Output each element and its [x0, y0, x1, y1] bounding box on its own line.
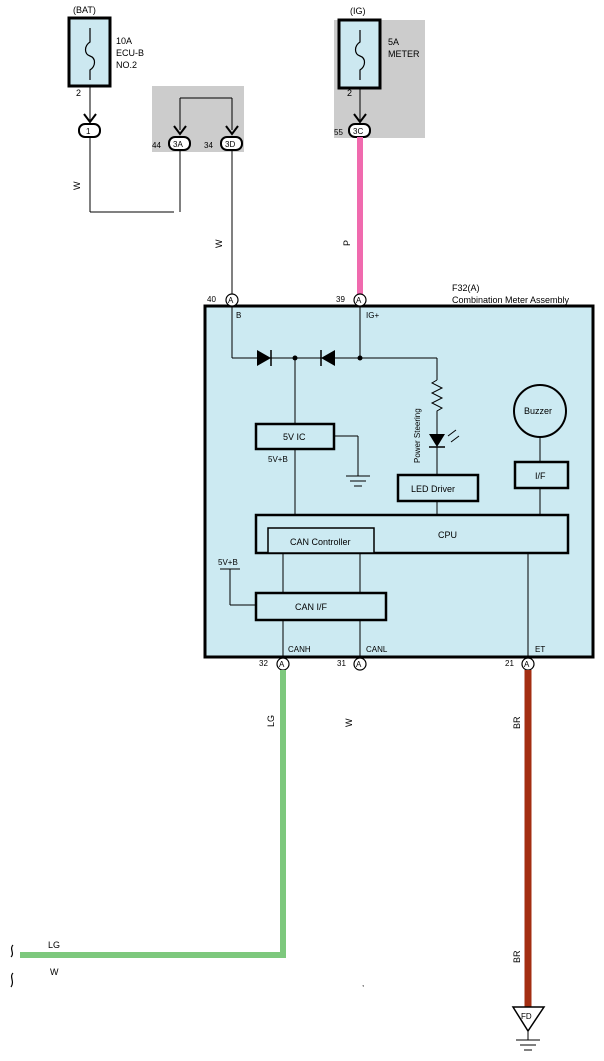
block-can-controller: [267, 527, 375, 554]
resistor-icon: [430, 379, 444, 420]
block-5v-ic-label: 5V IC: [283, 432, 306, 442]
bat-fuse-rating: 10A: [116, 36, 132, 46]
pin-ig-conn: A: [356, 296, 362, 305]
bat-fuse-group: (BAT) 10A ECU-B NO.2 2 1 W: [67, 5, 174, 213]
svg-text:,: ,: [362, 979, 364, 988]
bat-fuse-name1: ECU-B: [116, 48, 144, 58]
junction-group: 3A 44 3D 34 W: [152, 86, 244, 294]
pin-b-num: 40: [207, 295, 216, 304]
pin-canh-label: CANH: [288, 645, 311, 654]
pin-canl-connector: [353, 657, 367, 671]
led-name: Power Steering: [413, 408, 422, 463]
block-led-driver-label: LED Driver: [411, 484, 455, 494]
wire-label-w-mid: W: [214, 239, 224, 248]
block-if-label: I/F: [535, 471, 546, 481]
block-if: [513, 460, 570, 490]
meter-name: Combination Meter Assembly: [452, 295, 570, 305]
block-cpu-label: CPU: [438, 530, 457, 540]
block-5v-ic: [254, 422, 336, 451]
bottom-wiring: LG W , BR BR LG W FD: [10, 670, 546, 1051]
bat-fuse-pin: 2: [76, 88, 81, 98]
ig-fuse-icon: [354, 30, 366, 80]
ig-source-label: (IG): [350, 6, 366, 16]
wire-label-w-bottom: W: [50, 967, 59, 977]
bat-source-label: (BAT): [73, 5, 96, 15]
bat-connector-arrow: [83, 113, 97, 124]
block-can-controller-label: CAN Controller: [290, 537, 351, 547]
break-mark-icon: [10, 972, 14, 988]
ground-icon-inner: [346, 475, 370, 487]
pin-et-conn: A: [524, 660, 530, 669]
meter-module: F32(A) Combination Meter Assembly A 40 B…: [203, 283, 595, 671]
ig-fuse-name: METER: [388, 49, 420, 59]
pin-canl-num: 31: [337, 659, 346, 668]
ig-connector-pin: 55: [334, 128, 343, 137]
break-mark-icon: [10, 944, 14, 958]
diode-right-icon: [321, 350, 335, 366]
wire-label-lg: LG: [266, 715, 276, 727]
wire-label-p: P: [342, 240, 352, 246]
junction-pin-a: 44: [152, 141, 161, 150]
pin-canh-conn: A: [279, 660, 285, 669]
pin-canl-label: CANL: [366, 645, 388, 654]
wire-label-w-canl: W: [344, 718, 354, 727]
pin-et-num: 21: [505, 659, 514, 668]
meter-id: F32(A): [452, 283, 480, 293]
junction-pin-b: 34: [204, 141, 213, 150]
pin-canh-num: 32: [259, 659, 268, 668]
junction-conn-a: 3A: [173, 140, 183, 149]
diode-left-icon: [257, 350, 271, 366]
led-icon: [429, 434, 445, 447]
ig-fuse-pin: 2: [347, 88, 352, 98]
ground-label: FD: [521, 1012, 532, 1021]
wire-label-w-top: W: [72, 181, 82, 190]
block-led-driver: [396, 473, 480, 503]
wire-label-br-bottom: BR: [512, 950, 522, 963]
pin-ig-label: IG+: [366, 311, 379, 320]
ig-fuse-rating: 5A: [388, 37, 399, 47]
pin-b-label: B: [236, 311, 241, 320]
junction-conn-b: 3D: [225, 140, 235, 149]
block-5v-ic-out: 5V+B: [268, 455, 288, 464]
pin-ig-num: 39: [336, 295, 345, 304]
pin-canl-conn: A: [356, 660, 362, 669]
block-can-if-label: CAN I/F: [295, 602, 328, 612]
ig-connector-label: 3C: [353, 127, 363, 136]
ground-fd-icon: [511, 1006, 546, 1033]
bat-fuse-name2: NO.2: [116, 60, 137, 70]
block-can-if: [254, 591, 388, 622]
ig-fuse-group: (IG) 5A METER 2 3C 55 P: [334, 6, 425, 294]
bat-connector-label: 1: [86, 127, 91, 136]
pin-b-conn: A: [228, 296, 234, 305]
wire-label-br: BR: [512, 716, 522, 729]
wire-label-lg-bottom: LG: [48, 940, 60, 950]
buzzer-label: Buzzer: [524, 406, 552, 416]
pin-et-label: ET: [535, 645, 545, 654]
can-if-supply: 5V+B: [218, 558, 238, 567]
bat-fuse-icon: [84, 28, 96, 80]
